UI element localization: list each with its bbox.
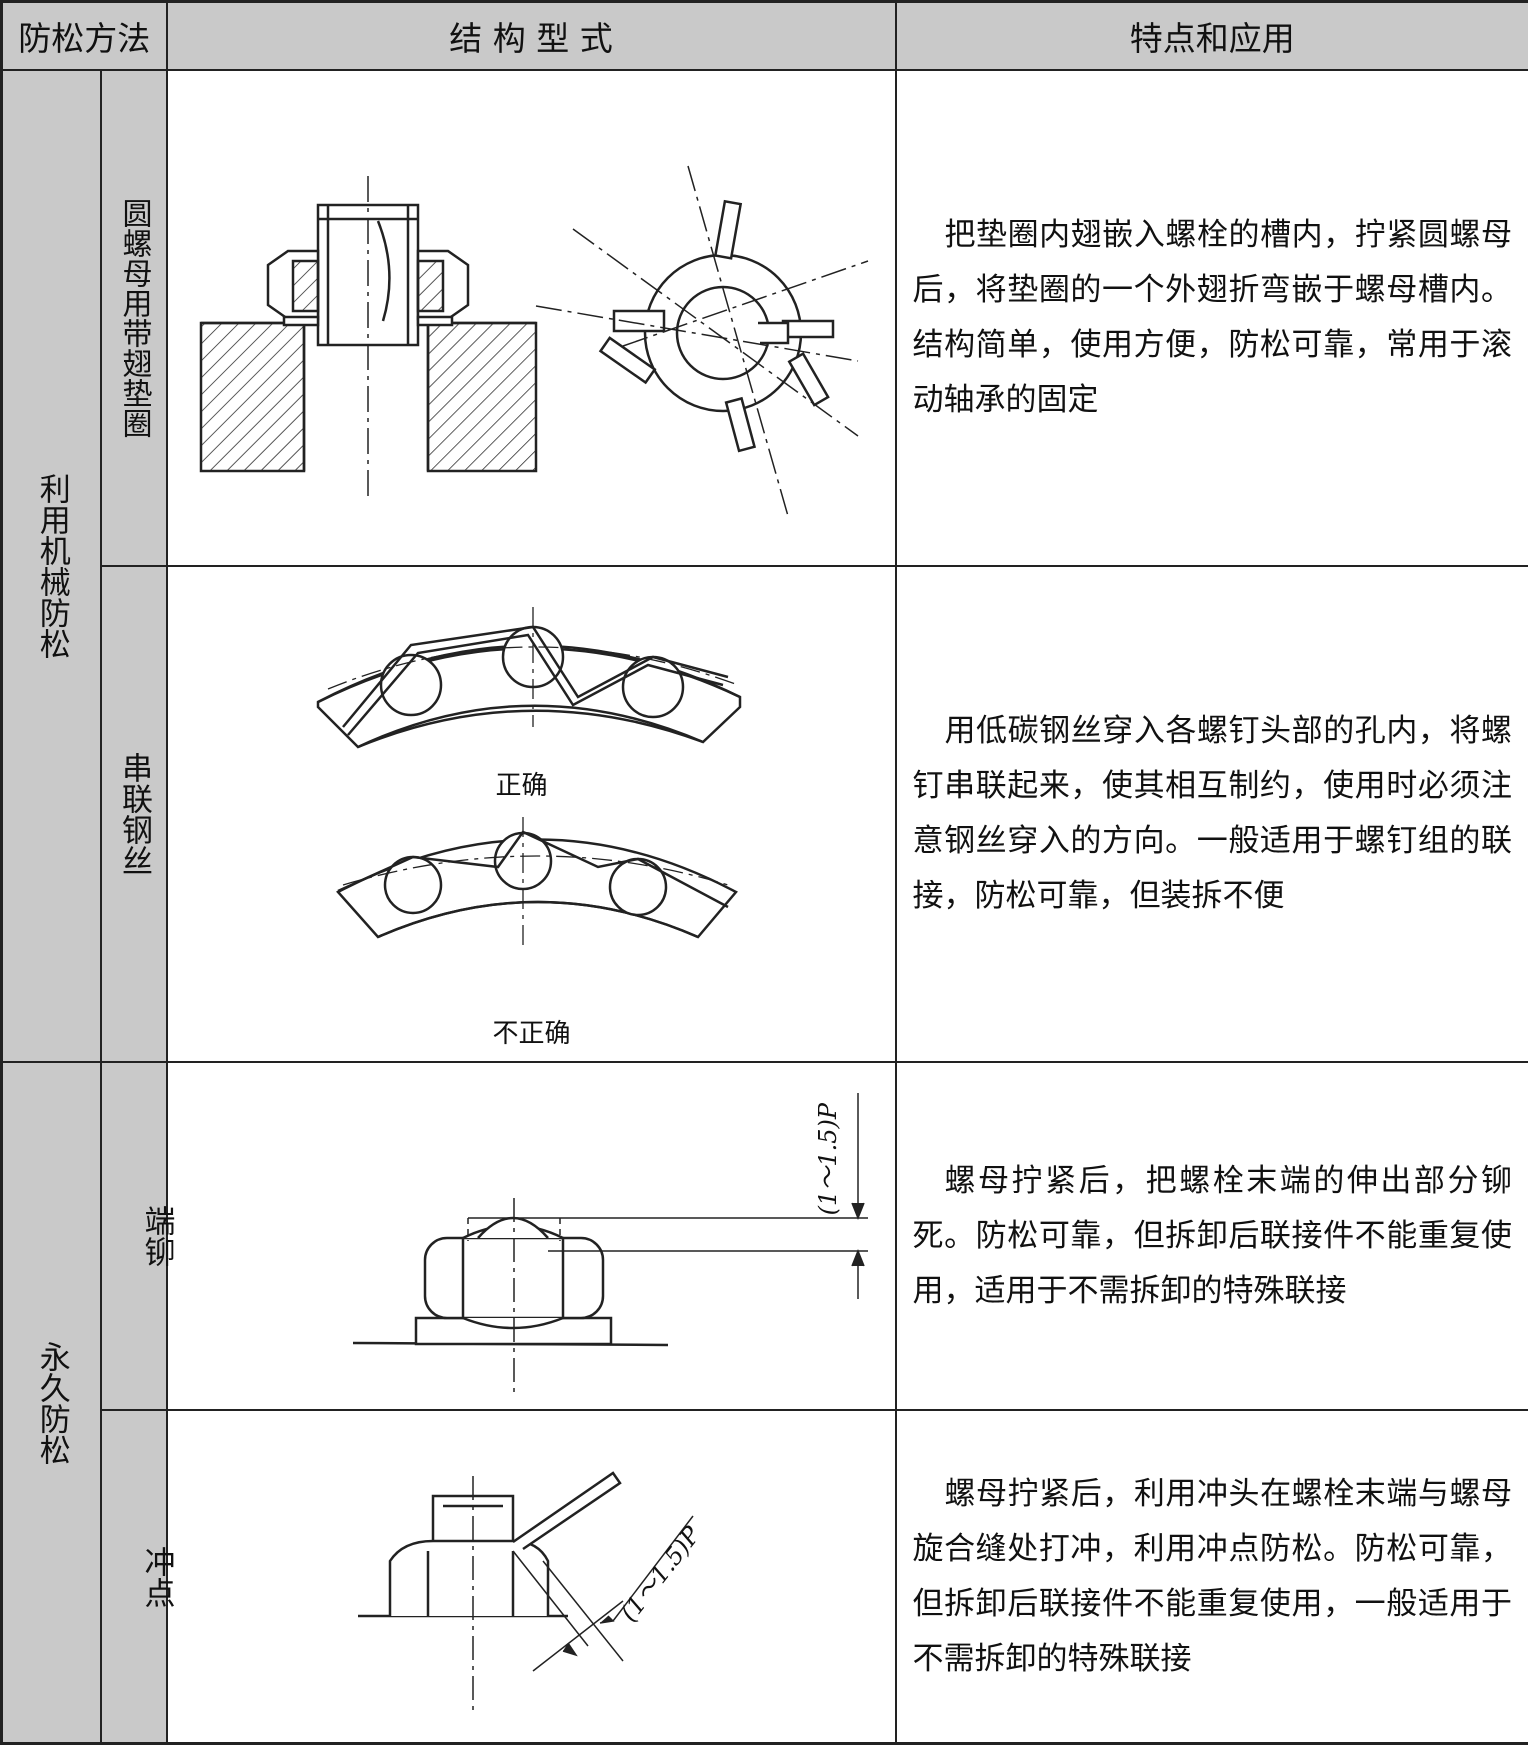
description-end-riveting: 螺母拧紧后，把螺栓末端的伸出部分铆死。防松可靠，但拆卸后联接件不能重复使用，适用… <box>897 1154 1528 1319</box>
row-name-series-wire: 串联钢丝 <box>106 752 161 876</box>
group-label-mechanical: 利用机械防松 <box>24 473 79 659</box>
header-features: 特点和应用 <box>896 2 1528 71</box>
row-name-round-nut-washer: 圆螺母用带翅垫圈 <box>118 198 150 438</box>
end-riveting-drawing <box>168 1063 895 1409</box>
tab-washer-drawing <box>168 71 895 565</box>
group-permanent: 永久防松 <box>2 1062 101 1744</box>
punch-point-drawing <box>168 1411 895 1742</box>
caption-correct: 正确 <box>496 765 548 802</box>
header-structure: 结 构 型 式 <box>167 2 896 71</box>
desc-cell-4: 螺母拧紧后，利用冲头在螺栓末端与螺母旋合缝处打冲，利用冲点防松。防松可靠，但拆卸… <box>896 1410 1528 1744</box>
figure-end-riveting: (1～1.5)P <box>167 1062 896 1410</box>
row-name-cell: 串联钢丝 <box>101 566 167 1062</box>
description-series-wire: 用低碳钢丝穿入各螺钉头部的孔内，将螺钉串联起来，使其相互制约，使用时必须注意钢丝… <box>897 704 1528 924</box>
group-label-permanent: 永久防松 <box>24 1341 79 1465</box>
group-mechanical: 利用机械防松 <box>2 70 101 1062</box>
row-name-cell: 冲点 <box>101 1410 167 1744</box>
caption-incorrect: 不正确 <box>493 1013 571 1050</box>
dimension-end-riveting: (1～1.5)P <box>808 1103 843 1215</box>
desc-cell-1: 把垫圈内翅嵌入螺栓的槽内，拧紧圆螺母后，将垫圈的一个外翅折弯嵌于螺母槽内。结构简… <box>896 70 1528 566</box>
figure-punch-point: (1～1.5)P <box>167 1410 896 1744</box>
row-name-cell: 圆螺母用带翅垫圈 <box>101 70 167 566</box>
desc-cell-2: 用低碳钢丝穿入各螺钉头部的孔内，将螺钉串联起来，使其相互制约，使用时必须注意钢丝… <box>896 566 1528 1062</box>
row-name-cell: 端铆 <box>101 1062 167 1410</box>
header-method: 防松方法 <box>2 2 167 71</box>
description-punch-point: 螺母拧紧后，利用冲头在螺栓末端与螺母旋合缝处打冲，利用冲点防松。防松可靠，但拆卸… <box>897 1467 1528 1687</box>
desc-cell-3: 螺母拧紧后，把螺栓末端的伸出部分铆死。防松可靠，但拆卸后联接件不能重复使用，适用… <box>896 1062 1528 1410</box>
description-round-nut-washer: 把垫圈内翅嵌入螺栓的槽内，拧紧圆螺母后，将垫圈的一个外翅折弯嵌于螺母槽内。结构简… <box>897 208 1528 428</box>
figure-tab-washer <box>167 70 896 566</box>
figure-series-wire: 正确 不正确 <box>167 566 896 1062</box>
